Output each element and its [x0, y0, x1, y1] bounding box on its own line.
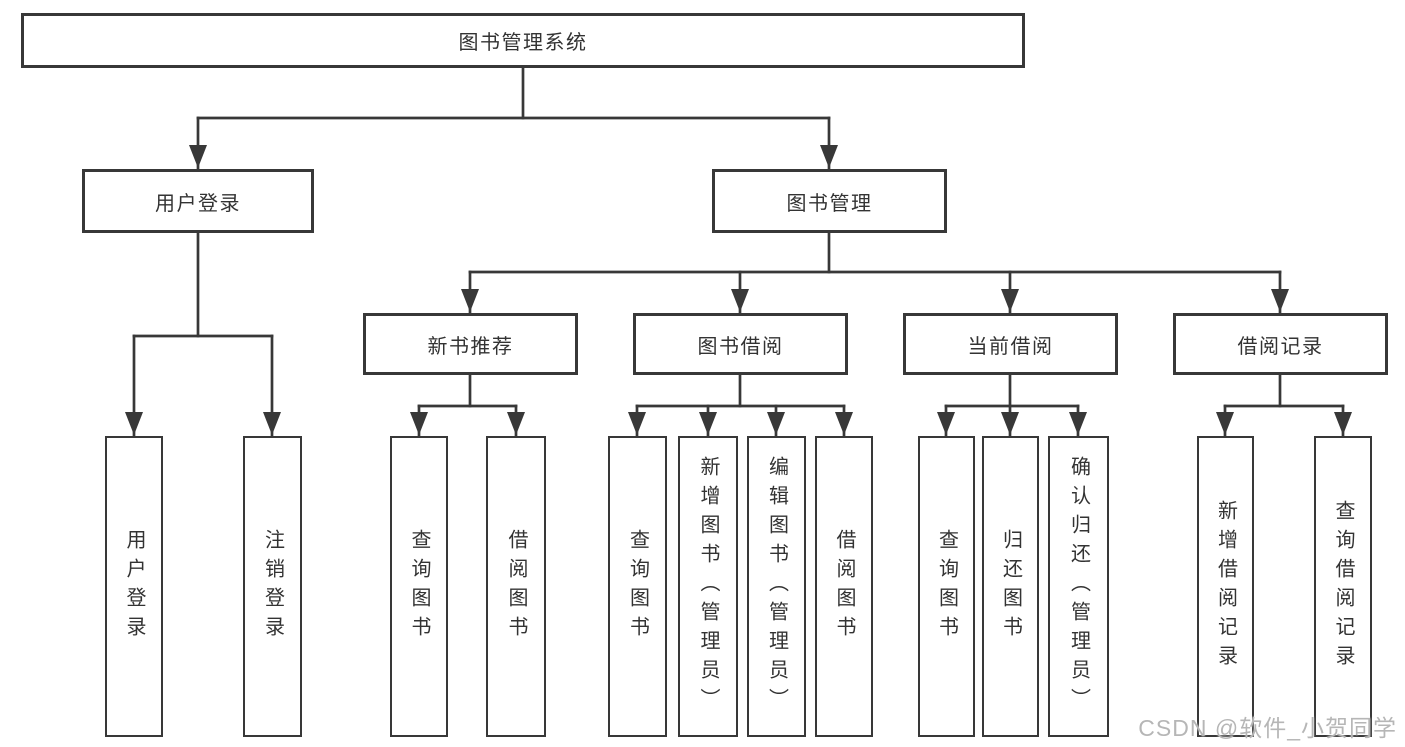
- leaf-label: 确认归还（管理员）: [1067, 456, 1090, 717]
- node-book-borrowing: 图书借阅: [633, 313, 848, 375]
- node-user-login: 用户登录: [82, 169, 314, 233]
- leaf-query-books-current: 查询图书: [918, 436, 975, 737]
- leaf-label: 归还图书: [999, 528, 1022, 645]
- leaf-label: 查询图书: [626, 528, 649, 645]
- leaf-label: 编辑图书（管理员）: [765, 456, 788, 717]
- leaf-query-books-recommend: 查询图书: [390, 436, 448, 737]
- node-borrowing-records: 借阅记录: [1173, 313, 1388, 375]
- leaf-user-login: 用户登录: [105, 436, 163, 737]
- leaf-return-books: 归还图书: [982, 436, 1039, 737]
- leaf-query-borrow-record: 查询借阅记录: [1314, 436, 1372, 737]
- leaf-query-books-borrowing: 查询图书: [608, 436, 667, 737]
- csdn-watermark: CSDN @软件_小贺同学: [1138, 715, 1397, 741]
- leaf-user-login-label: 用户登录: [123, 528, 145, 645]
- node-book-management: 图书管理: [712, 169, 947, 233]
- leaf-confirm-return-admin: 确认归还（管理员）: [1048, 436, 1109, 737]
- leaf-logout: 注销登录: [243, 436, 302, 737]
- node-current-borrowing: 当前借阅: [903, 313, 1118, 375]
- leaf-add-books-admin: 新增图书（管理员）: [678, 436, 738, 737]
- node-new-book-recommend: 新书推荐: [363, 313, 578, 375]
- leaf-label: 借阅图书: [833, 528, 855, 645]
- leaf-borrow-books-recommend: 借阅图书: [486, 436, 546, 737]
- leaf-label: 查询图书: [935, 528, 958, 645]
- leaf-label: 新增借阅记录: [1214, 499, 1237, 674]
- leaf-label: 借阅图书: [505, 528, 527, 645]
- leaf-label: 查询借阅记录: [1332, 499, 1354, 674]
- leaf-label: 新增图书（管理员）: [697, 456, 719, 717]
- leaf-edit-books-admin: 编辑图书（管理员）: [747, 436, 806, 737]
- leaf-label: 查询图书: [408, 528, 430, 645]
- leaf-add-borrow-record: 新增借阅记录: [1197, 436, 1254, 737]
- leaf-borrow-books: 借阅图书: [815, 436, 873, 737]
- node-root-system: 图书管理系统: [21, 13, 1025, 68]
- leaf-logout-label: 注销登录: [261, 528, 284, 645]
